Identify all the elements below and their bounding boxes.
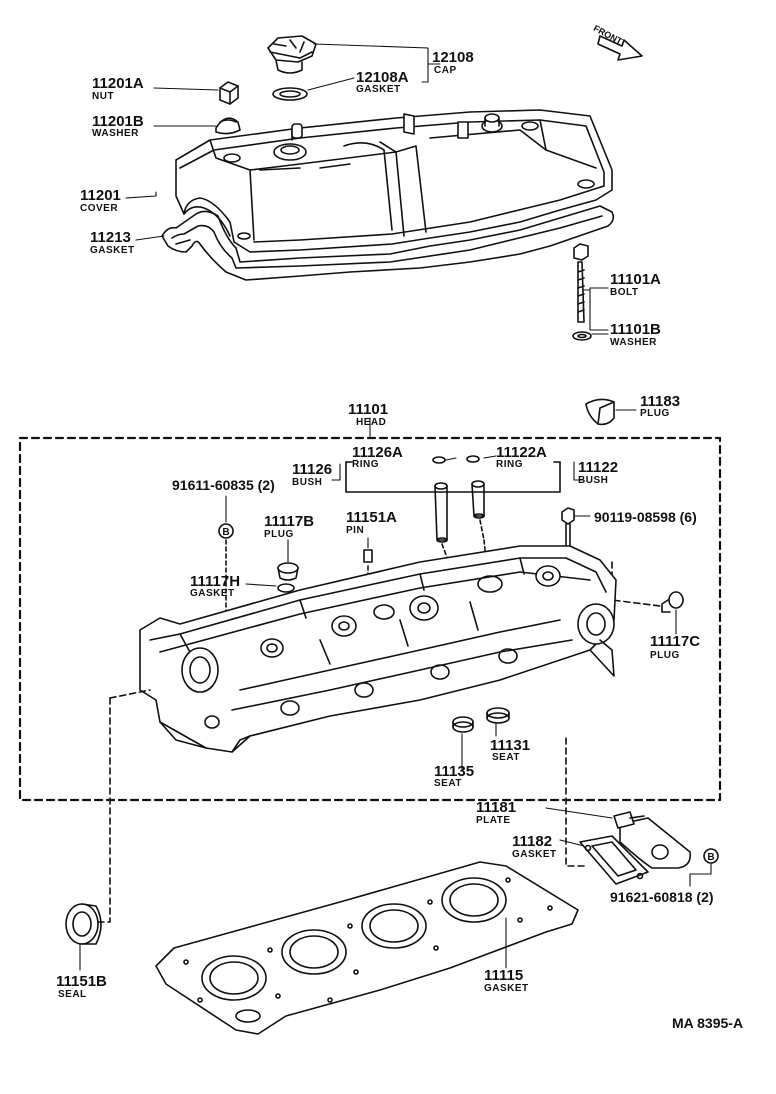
leader-lines (79, 43, 712, 971)
label-pin-name: PIN (346, 525, 365, 536)
label-ring-a-number: 11126A (352, 444, 403, 461)
label-bush-b-name: BUSH (578, 475, 609, 486)
nut-drawing (219, 81, 239, 105)
label-bolt-90119: 90119-08598 (6) (594, 509, 697, 525)
bolt-90119-drawing (561, 507, 575, 549)
label-cover-gasket-number: 11213 (90, 229, 131, 246)
diagram-code: MA 8395-A (672, 1015, 744, 1031)
head-assembly-boundary (18, 436, 722, 802)
oil-filler-cap-drawing (267, 35, 317, 74)
label-gasket-11117h-name: GASKET (190, 588, 235, 599)
label-bush-a-name: BUSH (292, 477, 323, 488)
label-seat-11131-number: 11131 (490, 737, 531, 754)
bolt-washer-drawing (572, 331, 592, 341)
label-plug-11117c-number: 11117C (650, 633, 701, 650)
label-cap-gasket-number: 12108A (356, 69, 409, 86)
cylinder-head-drawing (139, 545, 617, 753)
label-plate-gasket-number: 11182 (512, 833, 553, 850)
seat-11131-drawing (486, 707, 510, 724)
circle-b-letter-upper: B (222, 527, 229, 538)
gasket-11117h-drawing (277, 583, 295, 593)
plug-11117b-drawing (277, 562, 299, 581)
label-bolt-name: BOLT (610, 287, 639, 298)
cap-gasket-drawing (272, 87, 308, 101)
label-cover-number: 11201 (80, 187, 121, 204)
label-bolt-washer-number: 11101B (610, 321, 661, 338)
label-stud-91621: 91621-60818 (2) (610, 889, 714, 905)
label-plug-11183-number: 11183 (640, 393, 681, 410)
label-stud-91611: 91611-60835 (2) (172, 477, 275, 493)
label-plug-11183-name: PLUG (640, 408, 670, 419)
label-seat-11135-name: SEAT (434, 778, 462, 789)
water-plate-drawing (613, 811, 692, 869)
pin-drawing (363, 549, 373, 563)
plug-11183-drawing (585, 398, 615, 426)
label-cover-gasket-name: GASKET (90, 245, 135, 256)
label-ring-a-name: RING (352, 459, 379, 470)
label-head-gasket-name: GASKET (484, 983, 529, 994)
cylinder-head-cover-drawing (161, 109, 615, 281)
label-washer-name: WASHER (92, 128, 139, 139)
circle-b-letter-lower: B (707, 852, 714, 863)
label-plug-11117b-number: 11117B (264, 513, 315, 530)
circle-b-marker-lower (703, 848, 719, 864)
label-washer-number: 11201B (92, 113, 144, 130)
label-ring-b-name: RING (496, 459, 523, 470)
label-plate-gasket-name: GASKET (512, 849, 557, 860)
label-cap-name: CAP (434, 65, 457, 76)
label-ring-b-number: 11122A (496, 444, 547, 461)
label-seal-name: SEAL (58, 989, 87, 1000)
plug-11117c-drawing (661, 591, 684, 613)
plate-gasket-drawing (579, 835, 649, 885)
label-head-name: HEAD (356, 417, 387, 428)
seat-11135-drawing (452, 716, 474, 733)
label-cap-number: 12108 (432, 49, 474, 66)
label-bush-a-number: 11126 (292, 461, 333, 478)
label-seal-number: 11151B (56, 973, 107, 990)
label-gasket-11117h-number: 11117H (190, 573, 241, 590)
head-bolt-drawing (573, 243, 589, 323)
ring-11126a-drawing (432, 456, 446, 464)
bush-11122-drawing (471, 480, 485, 519)
label-seat-11131-name: SEAT (492, 752, 520, 763)
label-bolt-number: 11101A (610, 271, 661, 288)
oil-seal-drawing (65, 903, 102, 945)
label-plug-11117c-name: PLUG (650, 650, 680, 661)
label-cover-name: COVER (80, 203, 119, 214)
cover-washer-drawing (215, 117, 241, 135)
label-plate-name: PLATE (476, 815, 511, 826)
label-pin-number: 11151A (346, 509, 397, 526)
label-bolt-washer-name: WASHER (610, 337, 657, 348)
label-nut-name: NUT (92, 91, 115, 102)
label-head-number: 11101 (348, 401, 389, 418)
label-head-gasket-number: 11115 (484, 967, 524, 984)
label-cap-gasket-name: GASKET (356, 84, 401, 95)
front-arrow-icon (597, 35, 643, 61)
cylinder-head-gasket-drawing (155, 861, 579, 1035)
label-seat-11135-number: 11135 (434, 763, 475, 780)
bush-11126-drawing (434, 482, 448, 543)
label-plate-number: 11181 (476, 799, 517, 816)
label-bush-b-number: 11122 (578, 459, 619, 476)
ring-bush-bracket (345, 461, 561, 493)
label-plug-11117b-name: PLUG (264, 529, 294, 540)
label-nut-number: 11201A (92, 75, 144, 92)
circle-b-marker-upper (218, 523, 234, 539)
ring-11122a-drawing (466, 455, 480, 463)
